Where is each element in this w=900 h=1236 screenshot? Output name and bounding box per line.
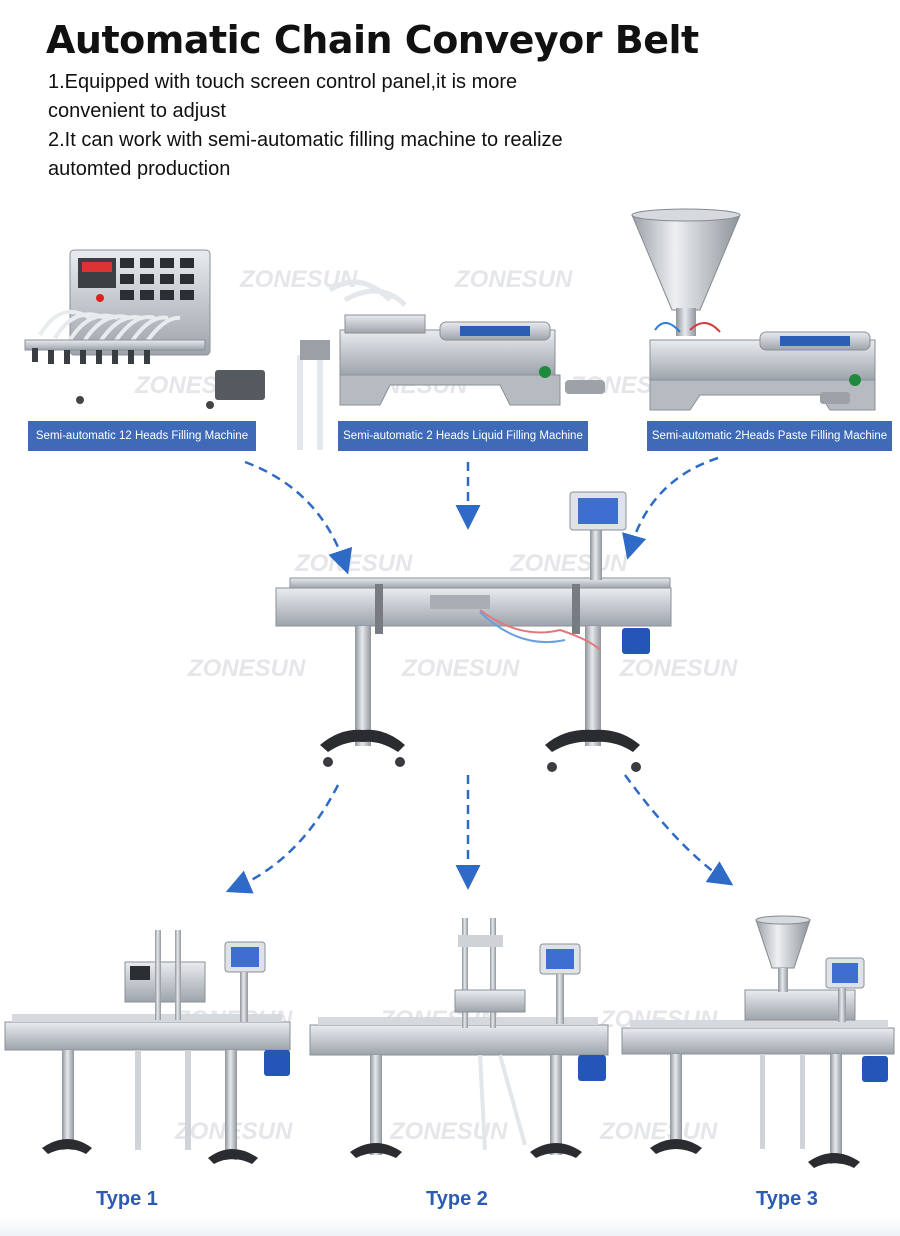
watermark: ZONESUN [188,655,306,682]
type-2-label: Type 2 [426,1188,488,1210]
watermark: ZONESUN [455,266,573,293]
bottom-shadow [0,1218,900,1236]
type2-machine [309,918,609,1158]
center-conveyor [275,491,672,772]
type-1-label: Type 1 [96,1188,158,1210]
feature-line-3: 2.It can work with semi-automatic fillin… [48,129,563,151]
watermark: ZONESUN [510,550,628,577]
watermark: ZONESUN [402,655,520,682]
machine-label-2-heads-liquid: Semi-automatic 2 Heads Liquid Filling Ma… [338,421,588,451]
page-title: Automatic Chain Conveyor Belt [46,18,699,62]
machine-label-12-heads: Semi-automatic 12 Heads Filling Machine [28,421,256,451]
type3-machine [621,915,895,1168]
machine-12-heads [24,249,265,409]
machine-2-heads-paste [631,208,876,411]
flow-arrows [225,456,734,894]
watermark: ZONESUN [600,1118,718,1145]
machine-2-heads-liquid [297,279,605,450]
machine-label-2-heads-paste: Semi-automatic 2Heads Paste Filling Mach… [647,421,892,451]
feature-line-4: automted production [48,158,231,180]
type1-machine [4,930,291,1164]
feature-line-1: 1.Equipped with touch screen control pan… [48,71,518,93]
watermark: ZONESUN [390,1118,508,1145]
feature-line-2: convenient to adjust [48,100,226,122]
type-3-label: Type 3 [756,1188,818,1210]
watermark: ZONESUN [295,550,413,577]
watermark: ZONESUN [620,655,738,682]
watermark: ZONESUN [240,266,358,293]
